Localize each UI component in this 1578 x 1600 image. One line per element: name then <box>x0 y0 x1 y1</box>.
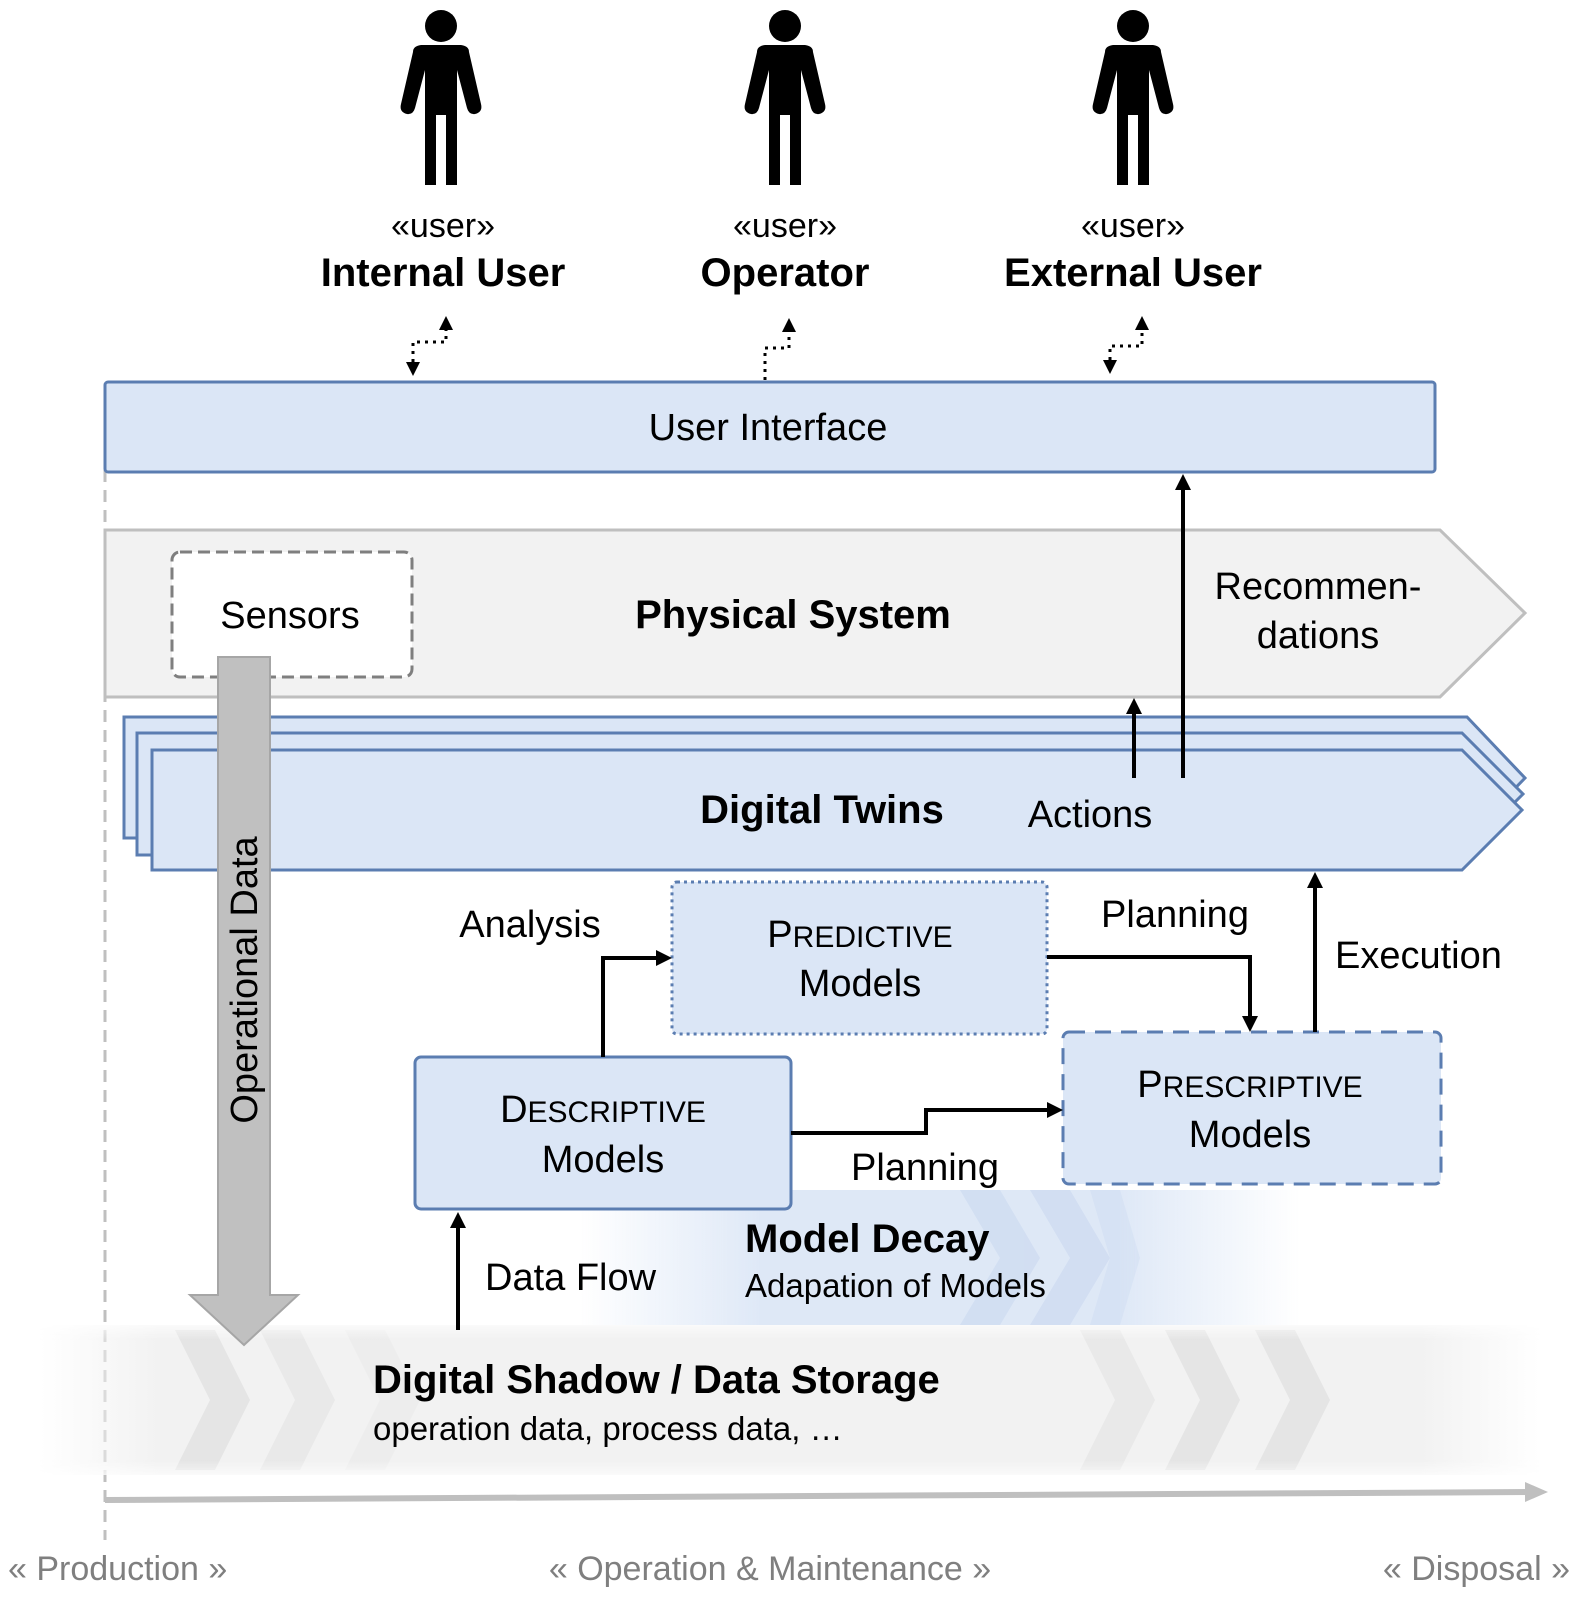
operator-stereotype: «user» <box>733 207 837 245</box>
operational-data-arrow <box>187 656 301 1347</box>
descriptive-models-box <box>413 1055 793 1211</box>
arrowhead-down-icon <box>1242 1016 1258 1032</box>
arrowhead-up-icon <box>1135 316 1149 330</box>
arrowhead-right-icon <box>656 950 672 966</box>
lifecycle-timeline-arrow <box>104 1482 1548 1503</box>
model-decay-title: Model Decay <box>745 1217 990 1261</box>
internal-user-stereotype: «user» <box>391 207 495 245</box>
external-user-figure-icon <box>1092 10 1174 185</box>
data-flow-label: Data Flow <box>485 1257 657 1299</box>
recommendations-label-line2: dations <box>1257 615 1380 657</box>
arrowhead-down-icon <box>1103 360 1117 374</box>
operator-connector <box>763 332 791 380</box>
digital-shadow-subtitle: operation data, process data, … <box>373 1410 843 1447</box>
internal-user-connector <box>411 330 448 362</box>
lifecycle-operation-label: « Operation & Maintenance » <box>549 1550 991 1588</box>
actions-label: Actions <box>1028 794 1153 836</box>
planning-top-arrow <box>1047 955 1252 1018</box>
prescriptive-models-box <box>1061 1030 1443 1186</box>
lifecycle-production-label: « Production » <box>8 1550 227 1588</box>
arrowhead-down-icon <box>406 362 420 376</box>
descriptive-models-subtitle: Models <box>542 1139 665 1181</box>
recommendations-label-line1: Recommen- <box>1215 566 1422 608</box>
user-interface-layer <box>103 380 1437 474</box>
operator-figure-icon <box>744 10 826 185</box>
physical-system-layer <box>103 528 1528 699</box>
arrowhead-up-icon <box>1126 698 1142 714</box>
operator-label: Operator <box>701 251 870 295</box>
model-decay-band <box>580 1190 1300 1325</box>
arrowhead-up-icon <box>450 1212 466 1228</box>
arrowhead-right-icon <box>1047 1102 1063 1118</box>
user-figure-icon <box>400 10 482 185</box>
descriptive-models-title: DESCRIPTIVE <box>500 1089 706 1131</box>
sensors-label: Sensors <box>220 595 359 637</box>
predictive-models-box <box>670 880 1049 1036</box>
lifecycle-disposal-label: « Disposal » <box>1383 1550 1570 1588</box>
planning-top-label: Planning <box>1101 894 1249 936</box>
planning-bottom-arrow <box>791 1108 1050 1135</box>
external-user-stereotype: «user» <box>1081 207 1185 245</box>
digital-twins-label: Digital Twins <box>700 788 944 832</box>
physical-system-label: Physical System <box>635 593 951 637</box>
digital-twins-layer <box>122 715 1528 872</box>
arrowhead-up-icon <box>782 318 796 332</box>
prescriptive-models-subtitle: Models <box>1189 1114 1312 1156</box>
predictive-models-title: PREDICTIVE <box>767 914 952 956</box>
digital-shadow-band <box>40 1325 1540 1475</box>
planning-bottom-label: Planning <box>851 1147 999 1189</box>
external-user-label: External User <box>1004 251 1262 295</box>
internal-user-label: Internal User <box>321 251 566 295</box>
arrowhead-up-icon <box>439 316 453 330</box>
digital-shadow-title: Digital Shadow / Data Storage <box>373 1358 940 1402</box>
arrowhead-up-icon <box>1307 872 1323 888</box>
sensors-box <box>170 550 414 679</box>
arrowhead-up-icon <box>1175 474 1191 490</box>
external-user-connector <box>1108 330 1144 360</box>
model-decay-subtitle: Adapation of Models <box>745 1267 1046 1304</box>
prescriptive-models-title: PRESCRIPTIVE <box>1137 1064 1362 1106</box>
analysis-arrow <box>601 956 660 1057</box>
predictive-models-subtitle: Models <box>799 963 922 1005</box>
user-interface-label: User Interface <box>649 407 888 449</box>
analysis-label: Analysis <box>459 904 601 946</box>
execution-label: Execution <box>1335 935 1502 977</box>
operational-data-label: Operational Data <box>224 836 266 1124</box>
